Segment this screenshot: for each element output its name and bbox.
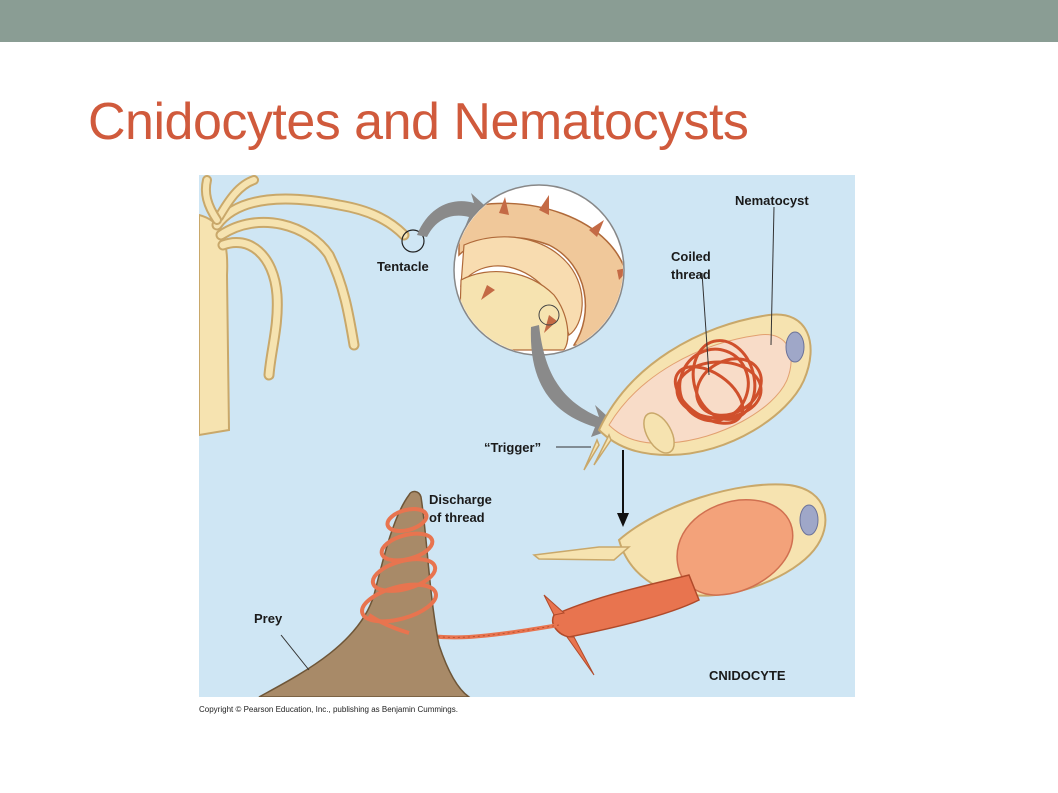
top-bar [0, 0, 1058, 42]
discharge-arrow [617, 450, 629, 527]
label-tentacle: Tentacle [377, 259, 429, 274]
label-coiled-thread-1: Coiled [671, 249, 711, 264]
label-discharge-1: Discharge [429, 492, 492, 507]
label-discharge-2: of thread [429, 510, 485, 525]
label-cnidocyte: CNIDOCYTE [709, 668, 786, 683]
slide-title: Cnidocytes and Nematocysts [88, 93, 749, 151]
magnify-arrow [417, 193, 495, 237]
cnidocyte-discharged [408, 483, 827, 676]
diagram-svg: Tentacle Nematocyst Coiled thread “Trigg… [199, 175, 827, 697]
magnified-tentacle [453, 184, 625, 356]
magnify-arrow-2 [530, 325, 619, 437]
prey-illustration [258, 490, 471, 697]
copyright-caption: Copyright © Pearson Education, Inc., pub… [199, 705, 458, 714]
label-prey: Prey [254, 611, 283, 626]
leader-lines [280, 206, 775, 671]
label-trigger: “Trigger” [484, 440, 541, 455]
label-coiled-thread-2: thread [671, 267, 711, 282]
label-nematocyst: Nematocyst [735, 193, 809, 208]
cnidocyte-diagram: Tentacle Nematocyst Coiled thread “Trigg… [199, 175, 855, 697]
hydra-illustration [199, 175, 425, 437]
cnidocyte-undischarged [583, 313, 812, 471]
